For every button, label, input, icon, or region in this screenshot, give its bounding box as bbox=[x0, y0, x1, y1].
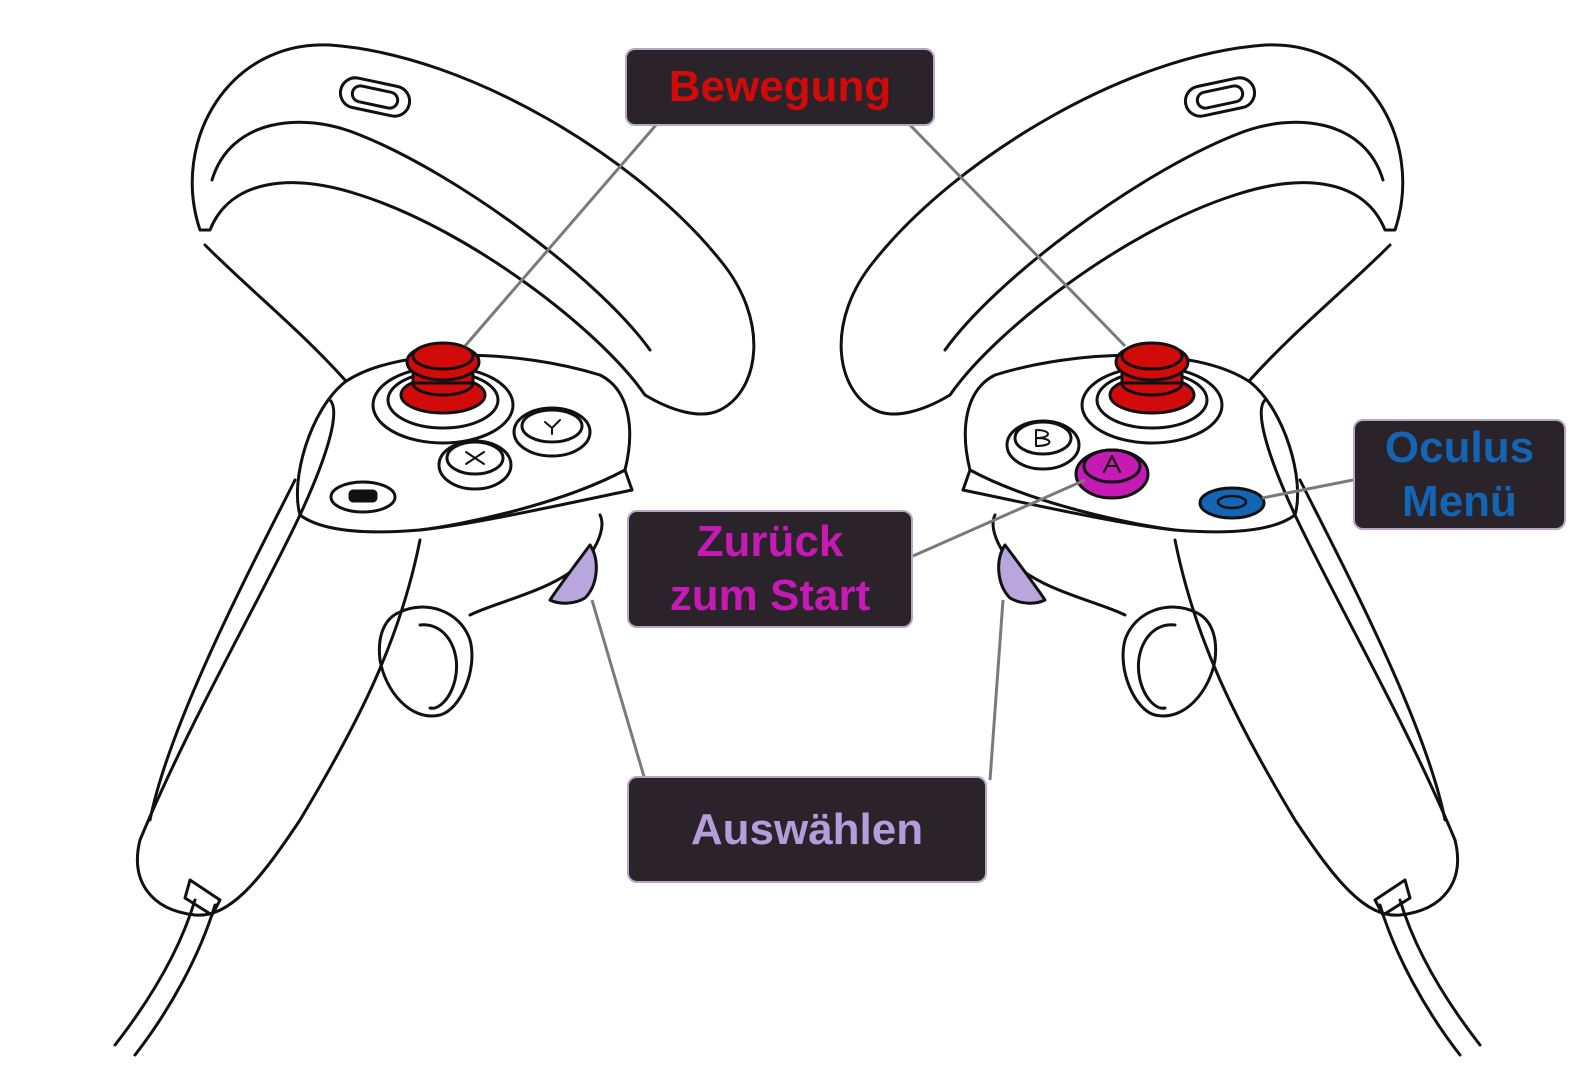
left-trigger bbox=[548, 543, 598, 605]
leader-back-to-start bbox=[912, 478, 1086, 558]
right-trigger bbox=[997, 543, 1047, 605]
right-handle bbox=[1173, 513, 1460, 917]
left-controller bbox=[113, 43, 756, 1057]
leader-select-left bbox=[590, 599, 647, 781]
right-ring-slot bbox=[1183, 76, 1257, 118]
right-thumbstick bbox=[1108, 341, 1196, 415]
right-face-plate bbox=[963, 353, 1300, 534]
leader-lines bbox=[463, 123, 1354, 781]
label-oculus-menu-line1: Oculus bbox=[1384, 422, 1535, 472]
left-ring-slot bbox=[338, 76, 412, 118]
label-movement: Bewegung bbox=[625, 48, 935, 126]
leader-select-right bbox=[988, 599, 1005, 781]
label-select: Auswählen bbox=[627, 776, 987, 883]
label-oculus-menu: Oculus Menü bbox=[1353, 419, 1566, 530]
right-controller bbox=[839, 43, 1482, 1057]
left-face-plate bbox=[295, 353, 632, 534]
label-movement-text: Bewegung bbox=[668, 62, 892, 111]
left-thumbstick bbox=[399, 341, 487, 415]
left-handle bbox=[135, 513, 422, 917]
label-oculus-menu-line2: Menü bbox=[1402, 476, 1517, 526]
right-a-button bbox=[1074, 448, 1150, 500]
right-grip-button bbox=[1121, 605, 1218, 718]
left-menu-button bbox=[329, 480, 397, 514]
right-tracking-ring bbox=[839, 43, 1405, 416]
leader-oculus-menu bbox=[1261, 478, 1354, 500]
oculus-menu-button bbox=[1198, 486, 1266, 520]
leader-movement-right bbox=[908, 123, 1127, 348]
label-back-to-start-line1: Zurück bbox=[696, 517, 844, 566]
left-grip-button bbox=[377, 605, 474, 718]
leader-movement-left bbox=[463, 124, 658, 347]
label-select-text: Auswählen bbox=[690, 804, 924, 854]
label-back-to-start: Zurück zum Start bbox=[627, 510, 913, 628]
left-tracking-ring bbox=[190, 43, 756, 416]
label-back-to-start-line2: zum Start bbox=[669, 571, 871, 620]
